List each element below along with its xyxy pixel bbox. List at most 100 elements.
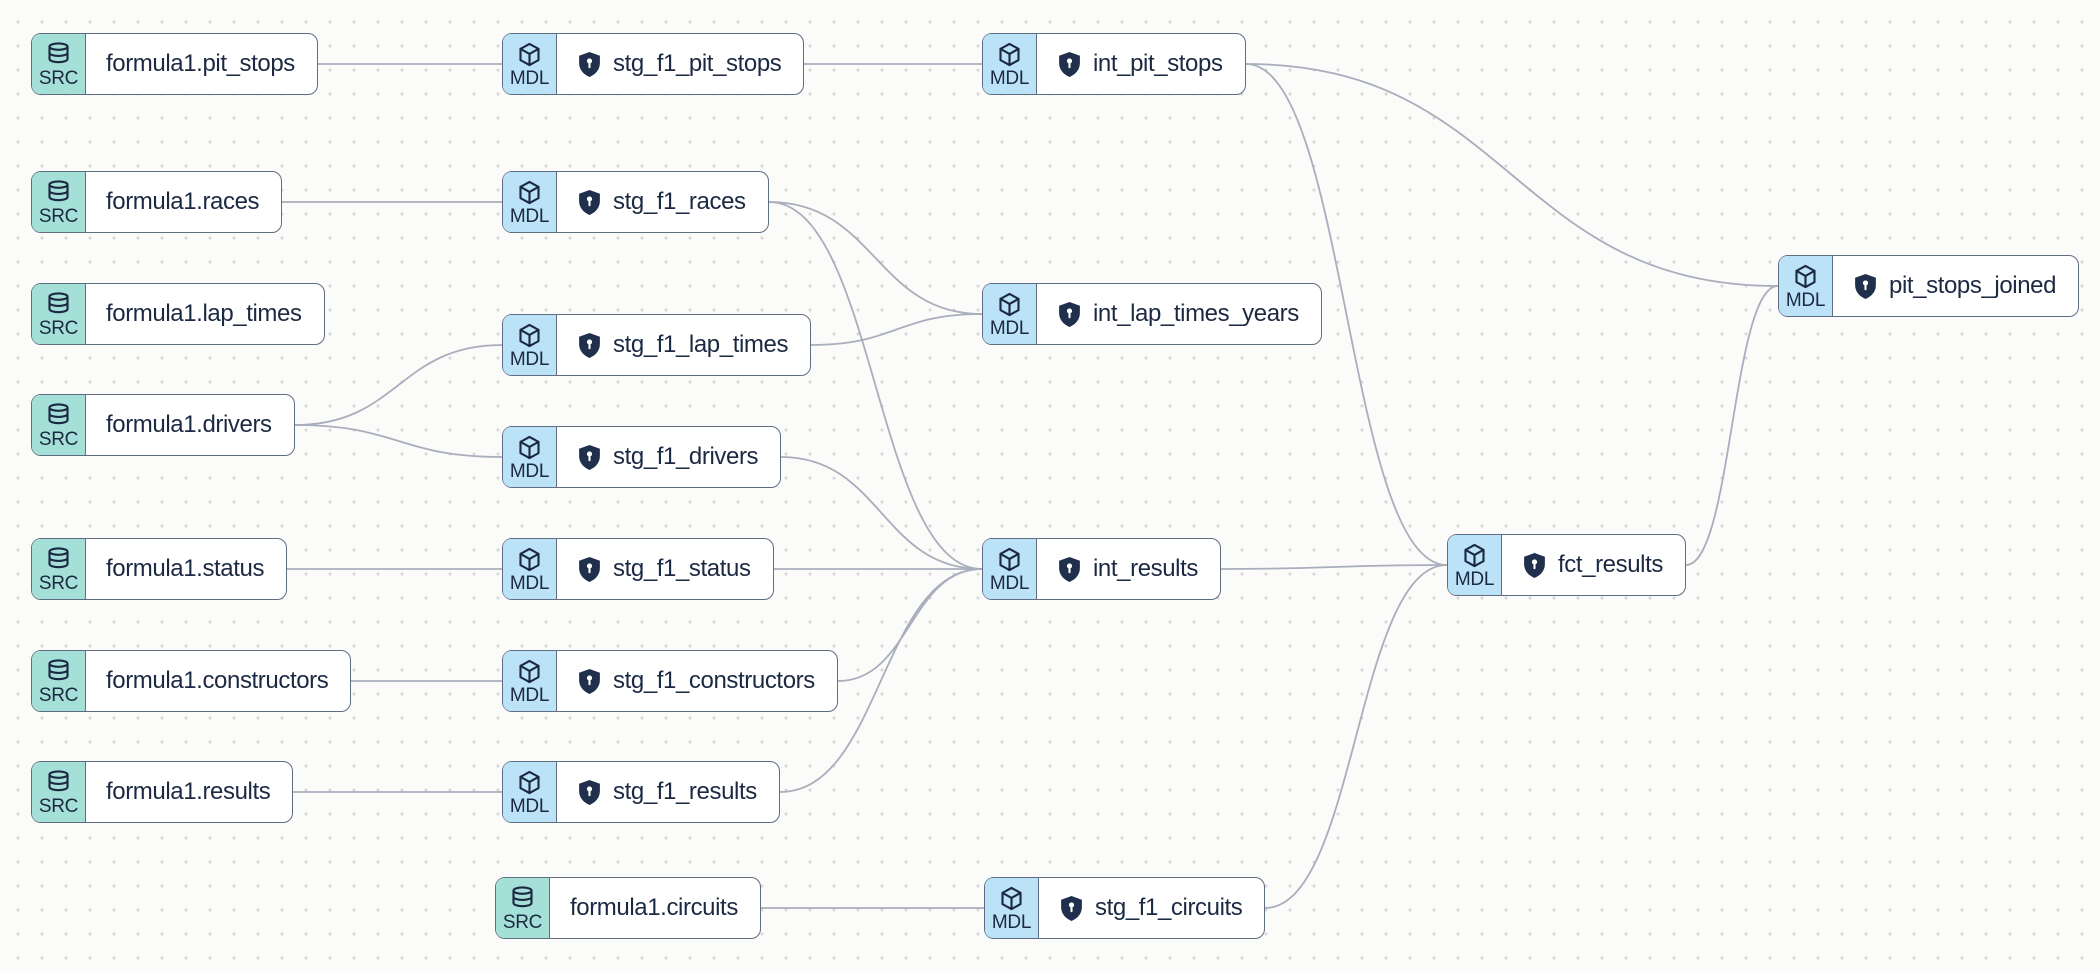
node-type-badge: MDL (503, 427, 557, 487)
node-body: int_pit_stops (1037, 34, 1245, 94)
node-type-badge: SRC (32, 284, 86, 344)
node-body: stg_f1_constructors (557, 651, 837, 711)
node-body: formula1.circuits (550, 878, 760, 938)
node-formula1-lap-times[interactable]: SRC formula1.lap_times (31, 283, 325, 345)
node-stg-f1-lap-times[interactable]: MDL stg_f1_lap_times (502, 314, 812, 376)
node-int-lap-times-years[interactable]: MDL int_lap_times_years (982, 283, 1322, 345)
node-type-badge: SRC (496, 878, 550, 938)
edge-src_drivers-to-stg_drivers (294, 424, 503, 458)
shield-icon (577, 779, 602, 806)
node-type-label: SRC (38, 68, 79, 89)
cube-icon (996, 546, 1023, 573)
shield-icon (577, 51, 602, 78)
edge-stg_lap_times-to-int_lap_times_years (810, 313, 983, 346)
node-formula1-status[interactable]: SRC formula1.status (31, 538, 288, 600)
node-type-label: SRC (38, 573, 79, 594)
cube-icon (516, 546, 543, 573)
shield-icon (1057, 556, 1082, 583)
node-type-label: SRC (38, 796, 79, 817)
node-label: stg_f1_circuits (1095, 894, 1243, 921)
cube-icon (516, 769, 543, 796)
node-int-results[interactable]: MDL int_results (982, 538, 1221, 600)
node-label: formula1.races (106, 188, 260, 215)
node-body: stg_f1_circuits (1039, 878, 1264, 938)
node-body: formula1.drivers (86, 395, 294, 455)
node-label: formula1.circuits (570, 894, 738, 921)
node-label: formula1.pit_stops (106, 50, 295, 77)
node-body: formula1.races (86, 172, 281, 232)
node-pit-stops-joined[interactable]: MDL pit_stops_joined (1778, 255, 2080, 317)
node-formula1-races[interactable]: SRC formula1.races (31, 171, 283, 233)
node-stg-f1-results[interactable]: MDL stg_f1_results (502, 761, 780, 823)
node-int-pit-stops[interactable]: MDL int_pit_stops (982, 33, 1246, 95)
node-stg-f1-circuits[interactable]: MDL stg_f1_circuits (984, 877, 1266, 939)
node-type-badge: MDL (985, 878, 1039, 938)
node-type-badge: MDL (503, 762, 557, 822)
node-type-badge: MDL (1779, 256, 1833, 316)
node-stg-f1-pit-stops[interactable]: MDL stg_f1_pit_stops (502, 33, 805, 95)
node-type-label: SRC (38, 206, 79, 227)
node-body: stg_f1_drivers (557, 427, 780, 487)
node-type-label: MDL (1454, 569, 1495, 590)
database-icon (45, 658, 72, 685)
node-formula1-circuits[interactable]: SRC formula1.circuits (495, 877, 761, 939)
node-formula1-constructors[interactable]: SRC formula1.constructors (31, 650, 352, 712)
node-body: pit_stops_joined (1833, 256, 2078, 316)
node-formula1-results[interactable]: SRC formula1.results (31, 761, 294, 823)
node-body: formula1.pit_stops (86, 34, 317, 94)
node-type-label: MDL (989, 573, 1030, 594)
edge-stg_races-to-int_lap_times_years (768, 201, 983, 315)
database-icon (45, 41, 72, 68)
node-type-badge: MDL (503, 34, 557, 94)
node-stg-f1-status[interactable]: MDL stg_f1_status (502, 538, 774, 600)
node-label: formula1.lap_times (106, 300, 302, 327)
node-body: fct_results (1502, 535, 1685, 595)
database-icon (45, 291, 72, 318)
node-stg-f1-races[interactable]: MDL stg_f1_races (502, 171, 769, 233)
node-body: int_lap_times_years (1037, 284, 1321, 344)
node-type-badge: SRC (32, 395, 86, 455)
edge-src_drivers-to-stg_lap_times (294, 344, 503, 426)
node-type-label: MDL (509, 796, 550, 817)
node-type-badge: MDL (503, 315, 557, 375)
node-type-badge: MDL (983, 284, 1037, 344)
node-type-badge: SRC (32, 172, 86, 232)
node-fct-results[interactable]: MDL fct_results (1447, 534, 1686, 596)
node-body: formula1.results (86, 762, 292, 822)
node-body: formula1.status (86, 539, 286, 599)
shield-icon (1057, 301, 1082, 328)
node-type-label: MDL (509, 206, 550, 227)
node-label: int_lap_times_years (1093, 300, 1299, 327)
node-label: formula1.status (106, 555, 265, 582)
shield-icon (1057, 51, 1082, 78)
node-body: stg_f1_races (557, 172, 768, 232)
node-type-badge: MDL (983, 539, 1037, 599)
node-stg-f1-drivers[interactable]: MDL stg_f1_drivers (502, 426, 782, 488)
node-formula1-drivers[interactable]: SRC formula1.drivers (31, 394, 295, 456)
cube-icon (516, 179, 543, 206)
node-label: stg_f1_pit_stops (613, 50, 782, 77)
node-label: fct_results (1558, 551, 1663, 578)
shield-icon (577, 332, 602, 359)
node-type-label: MDL (509, 573, 550, 594)
shield-icon (577, 444, 602, 471)
node-type-label: MDL (1785, 290, 1826, 311)
edge-int_results-to-fct_results (1220, 564, 1448, 570)
edge-stg_circuits-to-fct_results (1264, 564, 1448, 909)
node-body: int_results (1037, 539, 1220, 599)
edge-stg_constructors-to-int_results (837, 568, 983, 682)
node-formula1-pit-stops[interactable]: SRC formula1.pit_stops (31, 33, 318, 95)
cube-icon (516, 322, 543, 349)
edge-fct_results-to-pit_stops_joined (1685, 285, 1779, 566)
node-body: stg_f1_pit_stops (557, 34, 803, 94)
node-stg-f1-constructors[interactable]: MDL stg_f1_constructors (502, 650, 838, 712)
cube-icon (1792, 263, 1819, 290)
node-label: formula1.constructors (106, 667, 329, 694)
node-label: int_results (1093, 555, 1198, 582)
node-label: stg_f1_drivers (613, 443, 759, 470)
cube-icon (516, 434, 543, 461)
node-type-label: MDL (989, 318, 1030, 339)
edge-stg_races-to-int_results (768, 201, 983, 570)
